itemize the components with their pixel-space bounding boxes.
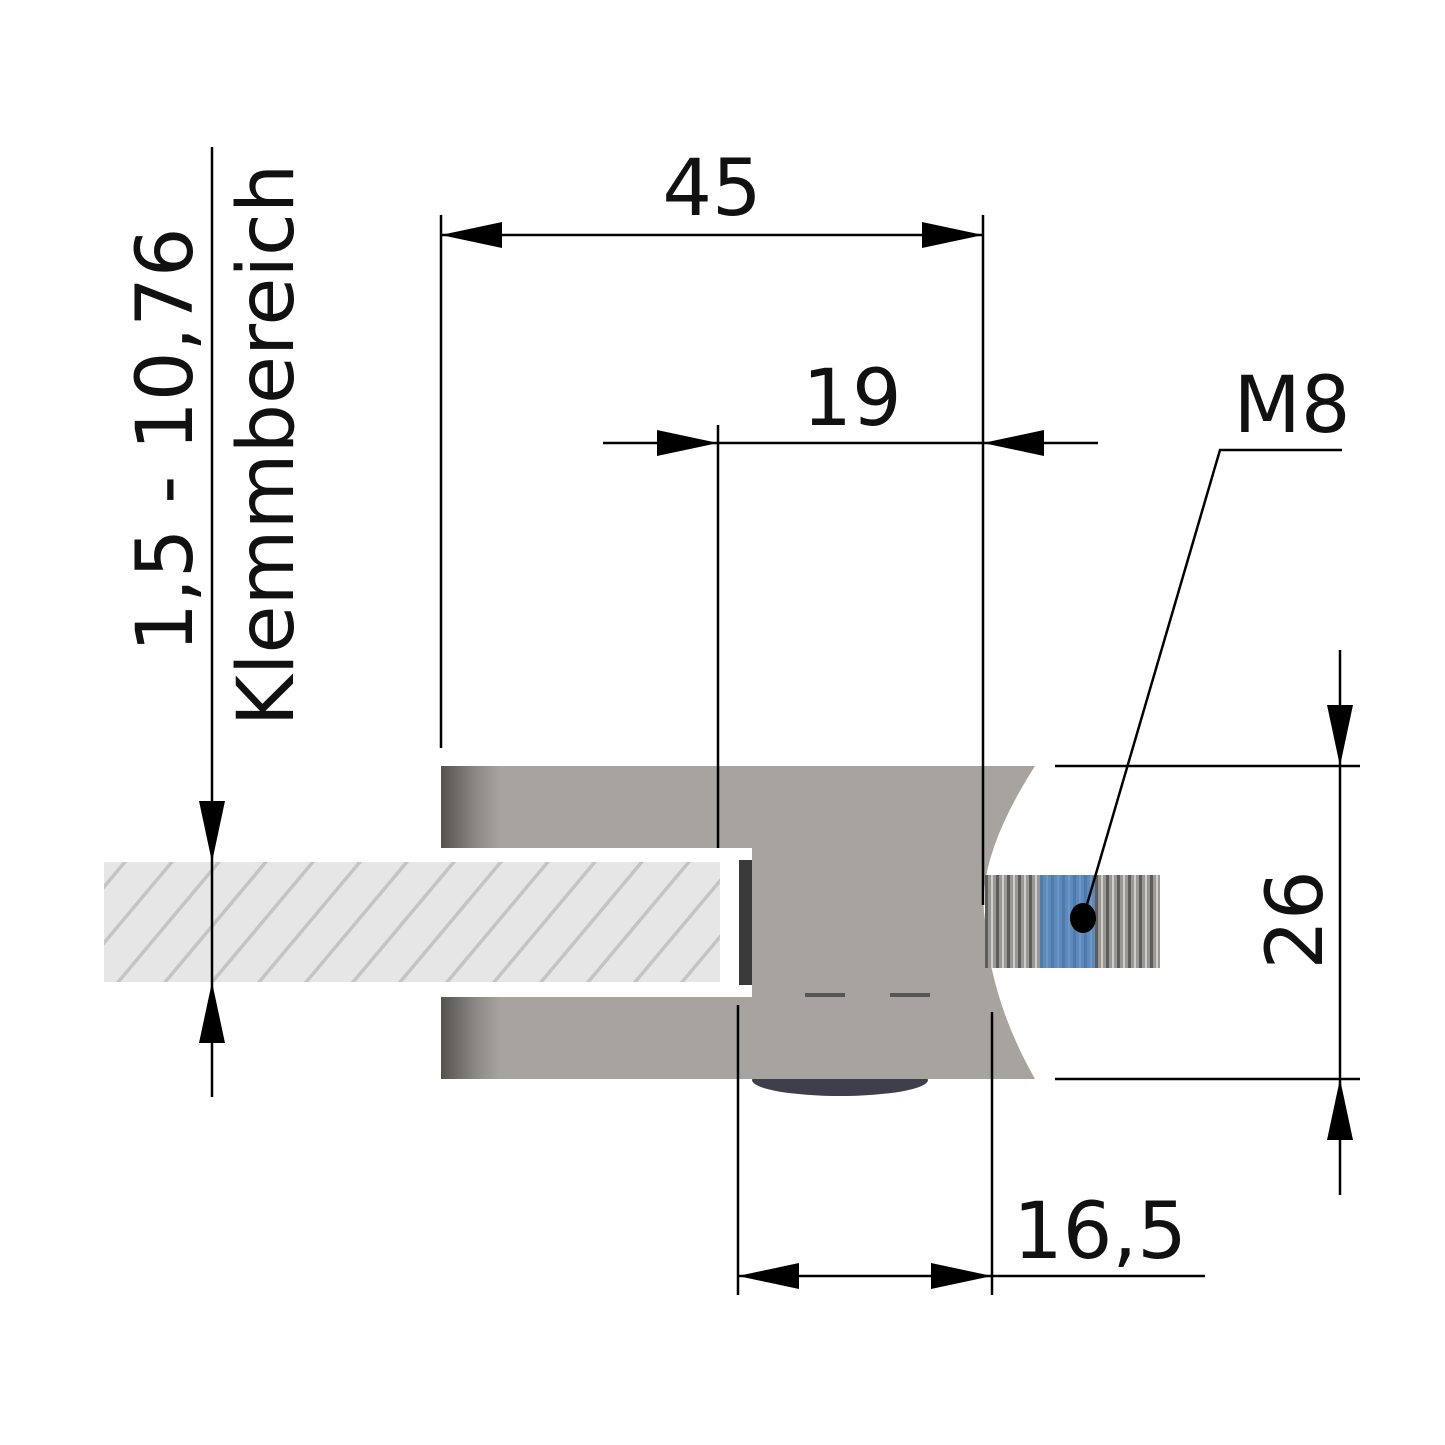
rubber-pad (739, 860, 752, 985)
thread-label: M8 (1234, 361, 1351, 451)
dimension-26-label: 26 (1251, 870, 1341, 969)
dimension-16-5: 16,5 (736, 1005, 1205, 1295)
dimension-clamp-range: 1,5 - 10,76 Klemmbereich (121, 147, 312, 1097)
clamp-range-label: Klemmbereich (222, 164, 312, 727)
dimension-45-label: 45 (662, 144, 761, 234)
glass-panel (104, 862, 720, 982)
dimension-16-5-label: 16,5 (1013, 1187, 1187, 1277)
thread-callout: M8 (1070, 361, 1350, 933)
dimension-45: 45 (439, 144, 985, 905)
dimension-19-label: 19 (802, 354, 901, 444)
dimension-19: 19 (603, 354, 1098, 848)
clamp-range-value: 1,5 - 10,76 (121, 227, 211, 652)
dimension-26: 26 (1055, 650, 1360, 1195)
clamp-body (441, 766, 1035, 1079)
gap-mark (890, 993, 930, 997)
gap-mark (805, 993, 845, 997)
